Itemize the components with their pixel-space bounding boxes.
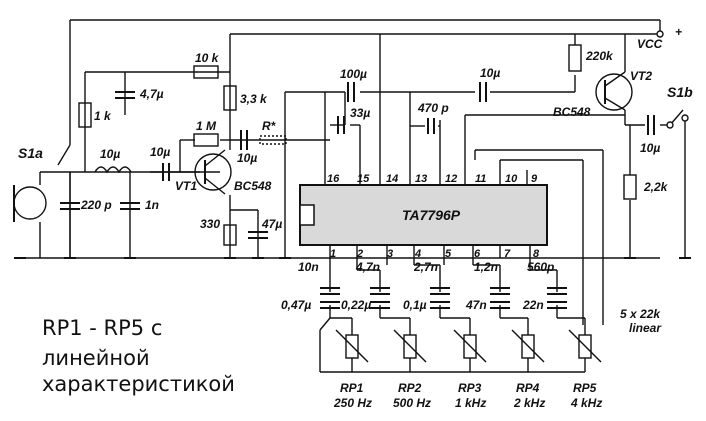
ic-pin-label: 2 xyxy=(356,248,363,260)
pot-name-label: RP4 xyxy=(516,381,540,395)
c220p-label: 220 p xyxy=(80,198,112,212)
ic-pin-label: 3 xyxy=(387,248,393,260)
cap-bot-label: 47n xyxy=(465,298,487,312)
pot-freq-label: 250 Hz xyxy=(333,396,372,410)
ic-pin-label: 11 xyxy=(475,173,486,185)
pot-freq-label: 500 Hz xyxy=(393,396,431,410)
ic-pin-label: 15 xyxy=(357,173,370,185)
ic-pin-label: 6 xyxy=(474,248,481,260)
c33u-label: 33µ xyxy=(350,106,370,120)
c10u-in-label: 10µ xyxy=(150,145,170,159)
r22k-label: 2,2k xyxy=(643,180,669,194)
cap-bot-label: 22n xyxy=(522,298,544,312)
resistors xyxy=(78,44,637,246)
ic-name-label: TA7796P xyxy=(402,207,461,223)
pot-freq-label: 2 kHz xyxy=(513,396,545,410)
inductor-coil xyxy=(94,166,132,174)
l10u-label: 10µ xyxy=(100,147,120,161)
rstar-label: R* xyxy=(262,119,277,133)
c1n-label: 1n xyxy=(145,198,159,212)
plus-label: + xyxy=(675,25,682,39)
microphone-icon xyxy=(13,185,47,222)
ic-pin-label: 13 xyxy=(415,173,427,185)
c10u-b-label: 10µ xyxy=(237,151,257,165)
cap-top-label: 2,7n xyxy=(413,260,438,274)
r1m-label: 1 M xyxy=(196,119,217,133)
vt1-type-label: BC548 xyxy=(234,179,272,193)
pots-note2-label: linear xyxy=(629,321,662,335)
cap-bot-label: 0,22µ xyxy=(341,298,371,312)
pot-labels: RP1 RP2 RP3 RP4 RP5 250 Hz 500 Hz 1 kHz … xyxy=(333,381,602,410)
ic-ta7796p xyxy=(299,184,548,246)
ic-pin-label: 12 xyxy=(445,173,457,185)
terminals xyxy=(656,30,689,129)
vcc-label: VCC xyxy=(637,37,663,51)
cap-bot-label: 0,47µ xyxy=(281,298,311,312)
transistor-vt1-icon xyxy=(194,149,232,195)
ic-pin-label: 10 xyxy=(505,173,518,185)
ic-pin-label: 4 xyxy=(414,248,421,260)
c47u-label: 4,7µ xyxy=(139,87,164,101)
ic-pin-label: 1 xyxy=(330,248,336,260)
c10u-out-label: 10µ xyxy=(640,141,660,155)
pot-name-label: RP1 xyxy=(340,381,364,395)
ic-pin-labels-bottom: 1 2 3 4 5 6 7 8 xyxy=(330,248,540,260)
cap-top-label: 1,2n xyxy=(474,260,498,274)
ic-pin-label: 8 xyxy=(533,248,540,260)
filter-cap-labels: 10n 4,7n 2,7n 1,2n 560p 0,47µ 0,22µ 0,1µ… xyxy=(281,260,554,312)
c10u-top-label: 10µ xyxy=(480,66,500,80)
r330-label: 330 xyxy=(200,217,220,231)
pot-name-label: RP2 xyxy=(398,381,422,395)
pot-freq-label: 4 kHz xyxy=(570,396,602,410)
pot-name-label: RP3 xyxy=(458,381,482,395)
ic-pin-labels-top: 16 15 14 13 12 11 10 9 xyxy=(327,173,538,185)
cap-top-label: 10n xyxy=(298,260,319,274)
capacitors xyxy=(60,82,655,309)
pot-freq-label: 1 kHz xyxy=(455,396,486,410)
s1b-label: S1b xyxy=(667,84,693,100)
r33k-label: 3,3 k xyxy=(240,92,268,106)
ic-pin-label: 5 xyxy=(445,248,452,260)
ic-pin-label: 16 xyxy=(327,173,340,185)
c470p-label: 470 p xyxy=(417,101,449,115)
note-line-1: RP1 - RP5 с xyxy=(42,316,163,340)
cap-bot-label: 0,1µ xyxy=(403,298,427,312)
ic-pin-label: 9 xyxy=(531,173,538,185)
transistor-vt2-icon xyxy=(595,71,633,111)
note-line-3: характеристикой xyxy=(42,372,235,396)
ic-pin-label: 7 xyxy=(504,248,511,260)
potentiometers xyxy=(335,329,602,363)
c47u-e-label: 47µ xyxy=(261,217,282,231)
pot-name-label: RP5 xyxy=(573,381,597,395)
wiring xyxy=(20,19,686,373)
ic-pin-label: 14 xyxy=(386,173,398,185)
s1a-label: S1a xyxy=(18,145,43,161)
vt1-label: VT1 xyxy=(175,179,197,193)
note-line-2: линейной xyxy=(42,346,150,370)
vt2-label: VT2 xyxy=(630,69,652,83)
r1k-label: 1 k xyxy=(94,109,112,123)
vt2-type-label: BC548 xyxy=(553,105,591,119)
pots-note-label: 5 x 22k xyxy=(620,307,661,321)
cap-top-label: 4,7n xyxy=(355,260,380,274)
r220k-label: 220k xyxy=(585,49,614,63)
c100u-label: 100µ xyxy=(340,67,367,81)
cap-top-label: 560p xyxy=(527,260,554,274)
r10k-label: 10 k xyxy=(195,51,220,65)
